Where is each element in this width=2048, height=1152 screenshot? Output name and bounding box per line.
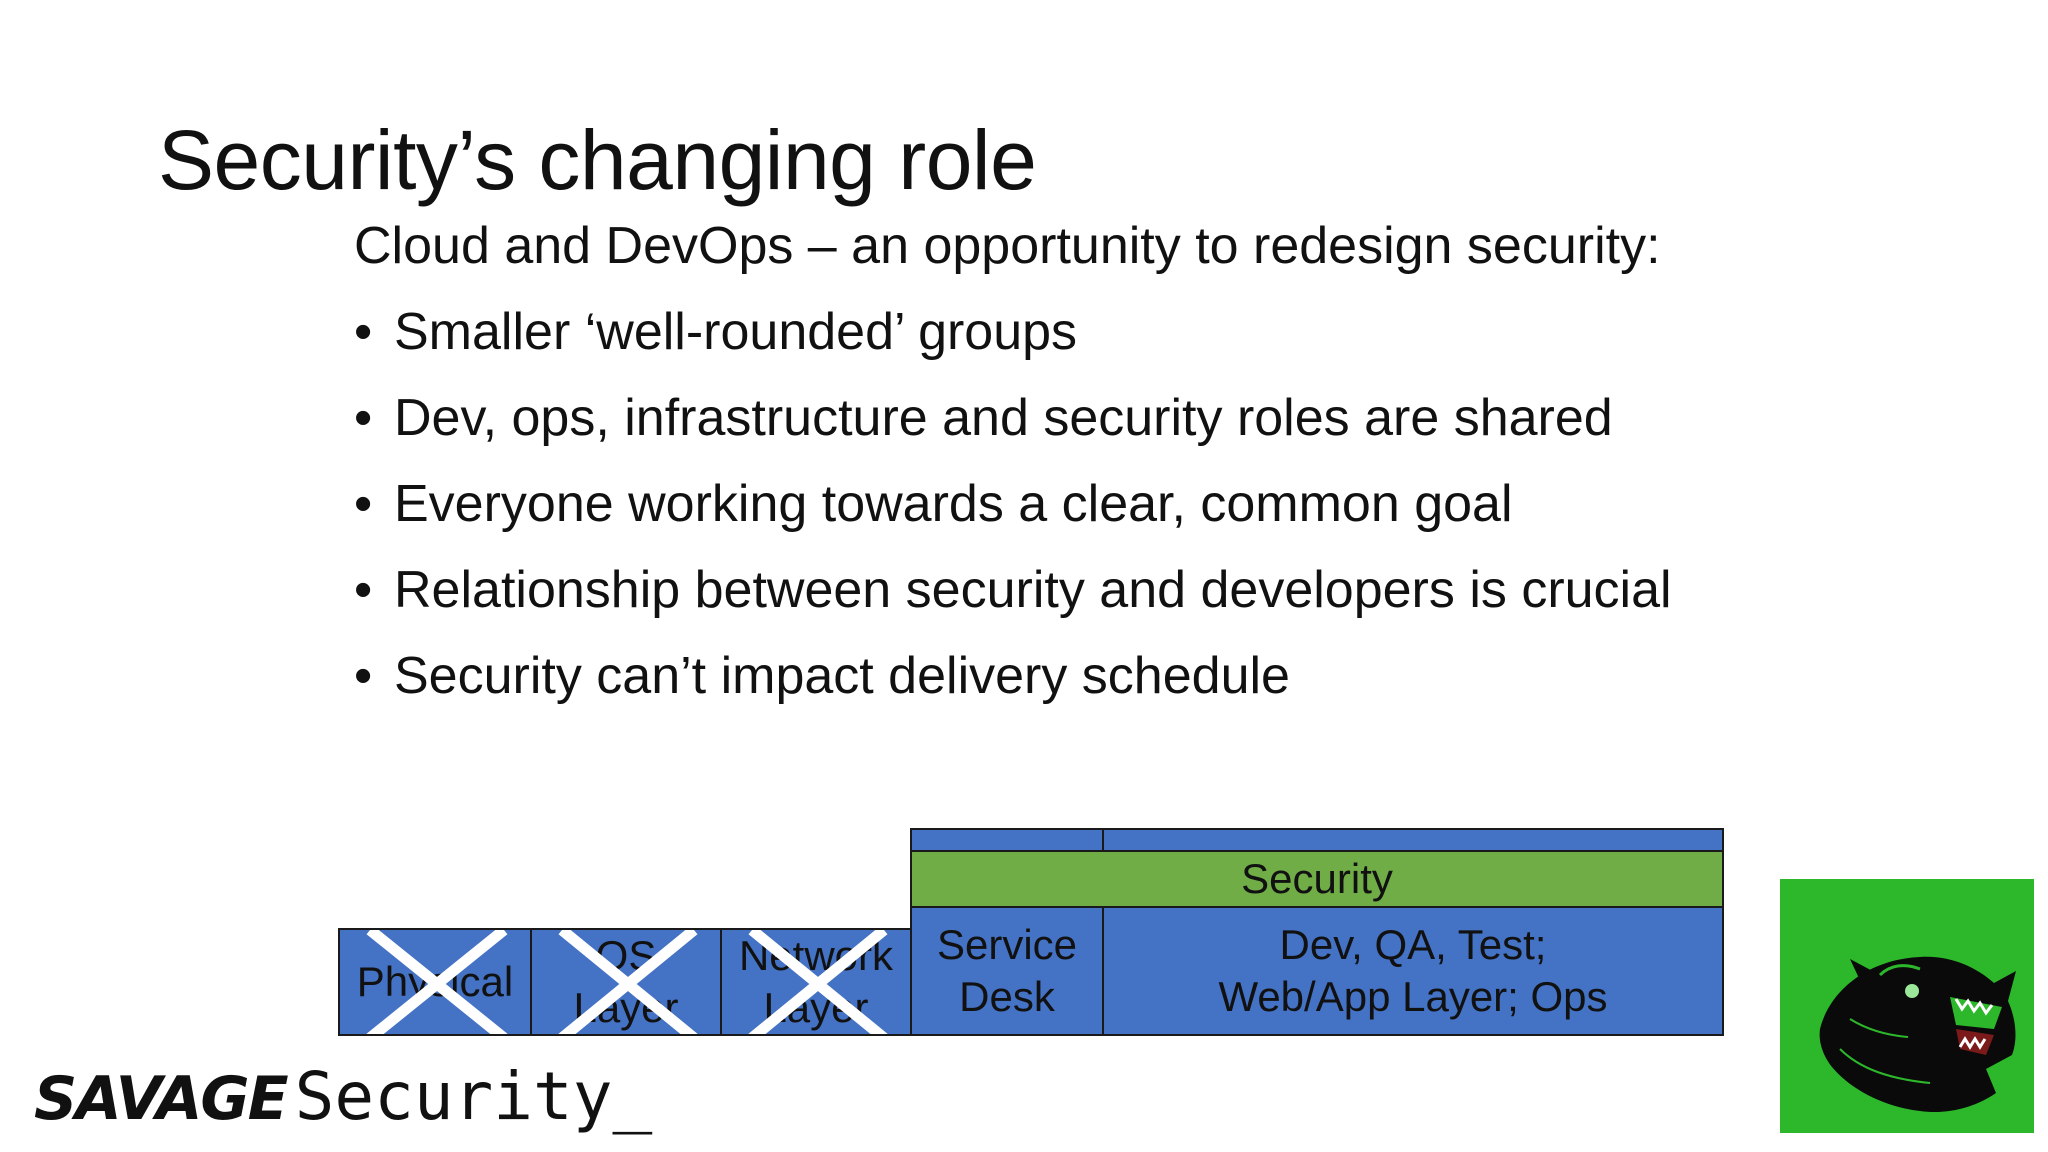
cross-icon: [366, 930, 508, 1034]
bullet-text: Smaller ‘well-rounded’ groups: [394, 303, 1078, 361]
bullet-text: Relationship between security and develo…: [394, 561, 1672, 619]
slide-title: Security’s changing role: [158, 113, 1037, 207]
os-layer-box: OS Layer: [530, 928, 722, 1036]
bullet-dot: •: [354, 647, 373, 705]
bullet-item: • Smaller ‘well-rounded’ groups: [354, 300, 1734, 364]
slide-body: Cloud and DevOps – an opportunity to red…: [354, 214, 1734, 730]
physical-box: Physical: [338, 928, 532, 1036]
bullet-dot: •: [354, 303, 373, 361]
savage-security-logo: SAVAGE Security_: [34, 1058, 652, 1135]
bullet-dot: •: [354, 389, 373, 447]
panther-head-icon: [1819, 956, 2016, 1113]
security-label: Security: [1241, 855, 1393, 902]
logo-savage-text: SAVAGE: [34, 1064, 289, 1134]
slide-intro: Cloud and DevOps – an opportunity to red…: [354, 217, 1661, 275]
top-strip-right: [1102, 828, 1724, 852]
bullet-item: • Dev, ops, infrastructure and security r…: [354, 386, 1734, 450]
bullet-list: • Smaller ‘well-rounded’ groups • Dev, ops…: [354, 300, 1734, 708]
bullet-item: • Everyone working towards a clear, commo…: [354, 472, 1734, 536]
cross-icon: [558, 930, 698, 1034]
service-desk-box: Service Desk: [910, 906, 1104, 1036]
network-layer-box: Network Layer: [720, 928, 912, 1036]
bullet-item: • Security can’t impact delivery schedule: [354, 644, 1734, 708]
bullet-dot: •: [354, 561, 373, 619]
logo-security-text: Security_: [294, 1058, 653, 1135]
bullet-dot: •: [354, 475, 373, 533]
service-desk-label: Service Desk: [936, 921, 1078, 1020]
dev-stack-label: Dev, QA, Test; Web/App Layer; Ops: [1218, 921, 1608, 1020]
panther-mascot: [1780, 879, 2034, 1133]
cross-icon: [748, 930, 888, 1034]
dev-stack-box: Dev, QA, Test; Web/App Layer; Ops: [1102, 906, 1724, 1036]
bullet-text: Security can’t impact delivery schedule: [394, 647, 1290, 705]
bullet-item: • Relationship between security and devel…: [354, 558, 1734, 622]
bullet-text: Dev, ops, infrastructure and security ro…: [394, 389, 1613, 447]
top-strip-left: [910, 828, 1104, 852]
security-bar: Security: [910, 850, 1724, 908]
bullet-text: Everyone working towards a clear, common…: [394, 475, 1513, 533]
